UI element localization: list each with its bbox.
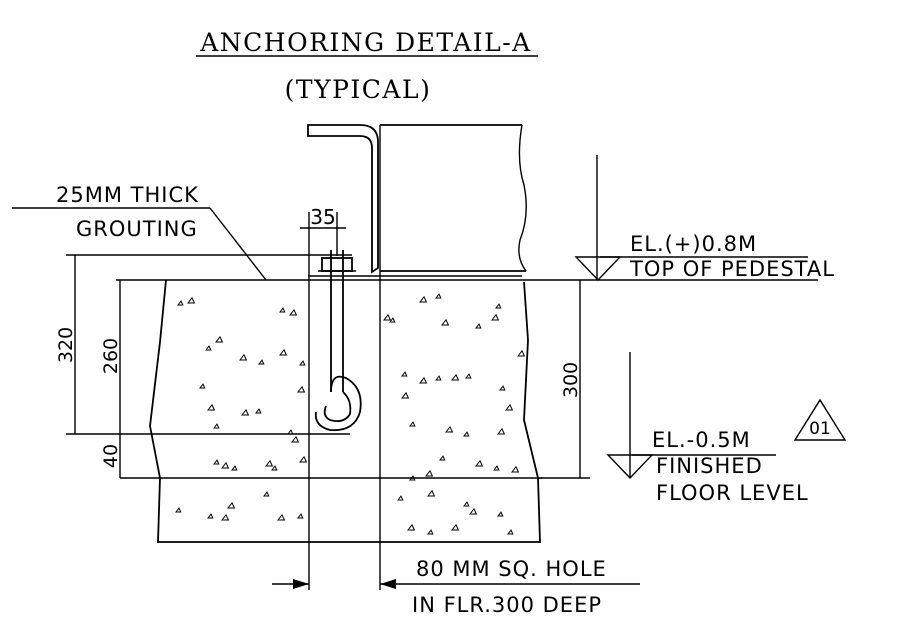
aggregate-mark (238, 353, 248, 361)
grout-label-line1: 25MM THICK (56, 183, 199, 207)
aggregate-mark (496, 427, 506, 435)
aggregate-mark (490, 313, 500, 321)
aggregate-mark (298, 455, 308, 463)
aggregate-mark (506, 529, 514, 535)
aggregate-mark (262, 491, 270, 497)
aggregate-mark (434, 375, 442, 381)
aggregate-mark (264, 459, 274, 467)
aggregate-mark (290, 435, 300, 443)
aggregate-mark (382, 313, 392, 321)
dim-35-label: 35 (310, 205, 335, 229)
aggregate-mark (426, 489, 436, 497)
aggregate-mark (220, 513, 230, 521)
aggregate-mark (226, 501, 236, 509)
aggregate-mark (176, 300, 184, 306)
revision-triangle-icon (793, 398, 847, 441)
aggregate-mark (444, 425, 454, 433)
grout-label-line2: GROUTING (76, 217, 198, 241)
aggregate-mark (496, 511, 504, 517)
aggregate-mark (278, 348, 288, 356)
el-top-label: EL.(+)0.8M (630, 232, 757, 256)
revision-tag: 01 (809, 419, 831, 439)
aggregate-mark (462, 431, 470, 437)
column-break-line (518, 124, 527, 272)
hole-note-line2: IN FLR.300 DEEP (412, 593, 602, 617)
aggregate-mark (296, 385, 306, 393)
hole-arrow-right-head (380, 579, 396, 589)
el-top-desc: TOP OF PEDESTAL (629, 257, 835, 281)
aggregate-mark (450, 373, 460, 381)
aggregate-mark (510, 465, 520, 473)
aggregate-mark (408, 421, 416, 427)
aggregate-mark (174, 507, 182, 513)
aggregate-mark (468, 507, 478, 515)
aggregate-mark (418, 376, 428, 384)
aggregate-mark (298, 360, 306, 366)
aggregate-mark (396, 495, 404, 501)
aggregate-mark (400, 371, 408, 377)
hole-note-line1: 80 MM SQ. HOLE (416, 557, 607, 581)
aggregate-mark (426, 529, 434, 535)
el-floor-label: EL.-0.5M (652, 428, 751, 452)
aggregate-mark (388, 317, 396, 323)
grout-leader-line (209, 207, 267, 281)
aggregate-mark (408, 475, 416, 481)
el-top-triangle (574, 256, 622, 282)
aggregate-mark (286, 429, 294, 435)
aggregate-mark (270, 465, 278, 471)
concrete-aggregate-hatch (174, 293, 526, 535)
drawing-title: ANCHORING DETAIL-A (199, 28, 531, 57)
pedestal-outline (149, 279, 541, 543)
aggregate-mark (424, 469, 434, 477)
el-floor-desc-line1: FINISHED (656, 454, 763, 478)
aggregate-mark (438, 455, 446, 461)
aggregate-mark (288, 308, 298, 316)
aggregate-mark (494, 303, 502, 309)
steel-flange-section (307, 124, 379, 274)
aggregate-mark (257, 359, 265, 365)
aggregate-mark (498, 385, 506, 391)
aggregate-mark (278, 307, 286, 313)
aggregate-mark (504, 403, 514, 411)
anchor-nut (321, 257, 353, 272)
aggregate-mark (462, 501, 470, 507)
dim-320-label: 320 (55, 327, 77, 363)
aggregate-mark (400, 391, 410, 399)
hole-arrow-left-head (293, 579, 309, 589)
aggregate-mark (464, 373, 472, 379)
aggregate-mark (434, 293, 442, 299)
aggregate-mark (492, 465, 500, 471)
aggregate-mark (240, 408, 250, 416)
aggregate-mark (204, 345, 212, 351)
anchor-hook-inner (323, 391, 352, 423)
aggregate-mark (254, 408, 262, 414)
aggregate-mark (418, 295, 428, 303)
aggregate-mark (212, 459, 220, 465)
aggregate-mark (198, 383, 206, 389)
dim-300-label: 300 (560, 362, 582, 398)
aggregate-mark (186, 296, 196, 304)
aggregate-mark (450, 523, 460, 531)
aggregate-mark (206, 513, 214, 519)
aggregate-mark (214, 335, 224, 343)
aggregate-mark (276, 513, 286, 521)
dim-40-label: 40 (100, 444, 122, 468)
aggregate-mark (406, 523, 416, 531)
el-floor-triangle (606, 454, 654, 480)
drawing-subtitle: (TYPICAL) (285, 75, 432, 104)
aggregate-mark (516, 349, 526, 357)
aggregate-mark (206, 403, 216, 411)
anchor-hook-outer (314, 375, 362, 432)
aggregate-mark (296, 513, 304, 519)
aggregate-mark (474, 323, 482, 329)
aggregate-mark (212, 423, 220, 429)
aggregate-mark (220, 461, 230, 469)
aggregate-mark (440, 318, 450, 326)
aggregate-mark (474, 459, 484, 467)
el-floor-desc-line2: FLOOR LEVEL (656, 481, 809, 505)
aggregate-mark (230, 465, 238, 471)
dim-260-label: 260 (100, 338, 122, 374)
